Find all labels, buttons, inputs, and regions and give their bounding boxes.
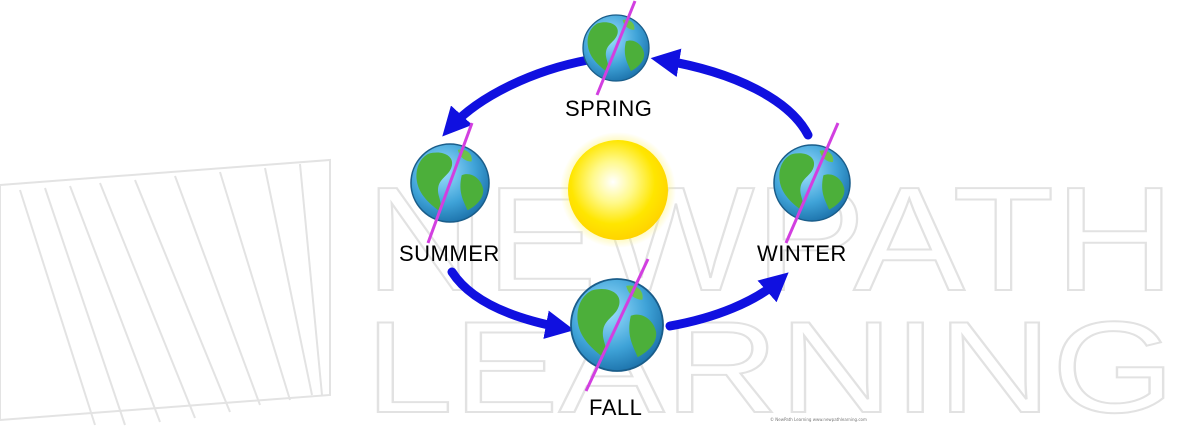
arrow-summer-to-fall xyxy=(452,272,563,328)
earth-fall xyxy=(571,259,663,391)
earth-summer xyxy=(411,123,489,243)
arrow-winter-to-spring xyxy=(662,60,808,135)
label-spring: SPRING xyxy=(565,96,652,122)
label-fall: FALL xyxy=(589,395,642,421)
earth-spring xyxy=(583,1,649,95)
label-summer: SUMMER xyxy=(399,241,500,267)
arrow-fall-to-winter xyxy=(670,280,780,326)
credit-text: © NewPath Learning www.newpathlearning.c… xyxy=(770,417,867,422)
earth-winter xyxy=(774,123,850,243)
sun-icon xyxy=(560,132,676,248)
label-winter: WINTER xyxy=(757,241,847,267)
